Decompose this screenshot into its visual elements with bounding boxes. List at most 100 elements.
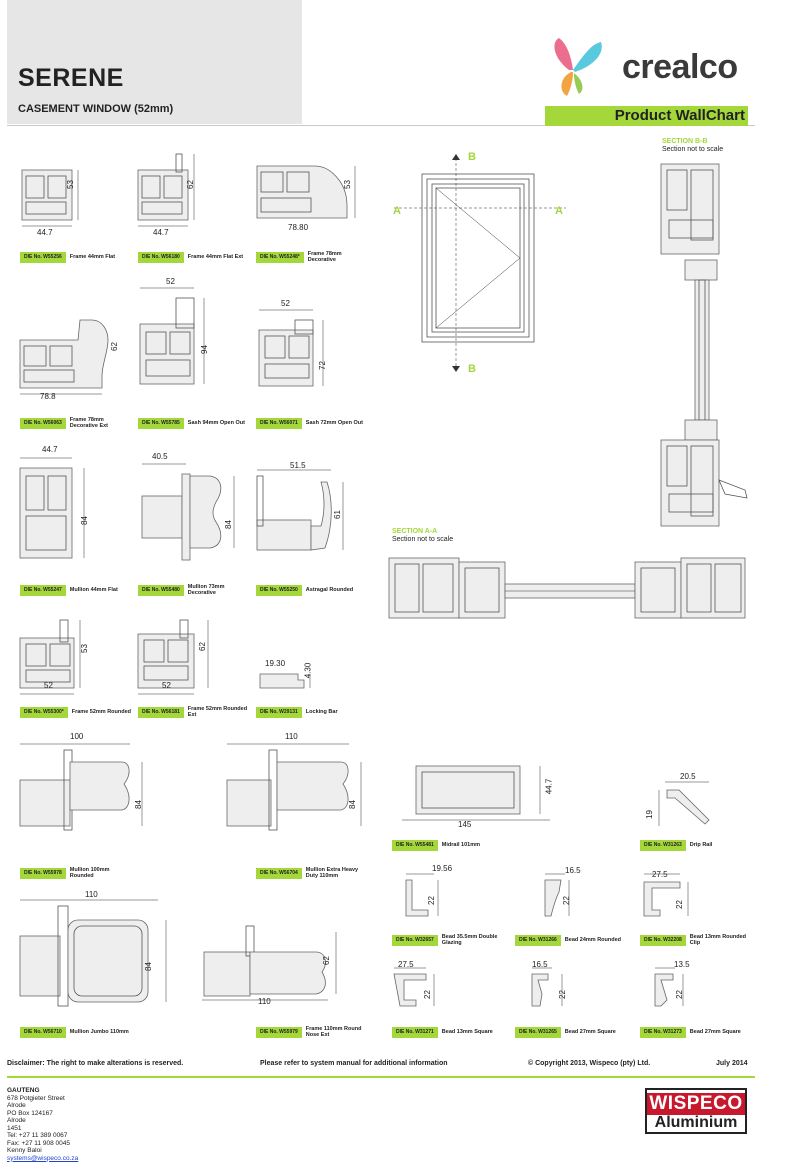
profile-name: Bead 27mm Square: [564, 1029, 616, 1035]
profile-w55256-width: 44.7: [37, 228, 53, 237]
profile-name: Frame 110mm Round Nose Ext: [305, 1026, 362, 1038]
section-aa-drawing: [388, 557, 746, 619]
profile-w55300-height: 53: [79, 644, 89, 653]
profile-name: Bead 27mm Square: [689, 1029, 741, 1035]
profile-w56180-height: 62: [185, 180, 195, 189]
profile-w31263-drawing: [658, 781, 710, 826]
profile-name: Bead 13mm Rounded Clip: [689, 934, 747, 946]
profile-w55256-drawing: [21, 169, 79, 227]
die-number: DIE No. W55481: [392, 839, 438, 851]
profile-w55480-drawing: [141, 463, 235, 561]
profile-w56704-drawing: [226, 743, 362, 831]
page-title: SERENE: [18, 64, 124, 92]
die-number: DIE No. W56710: [20, 1026, 66, 1038]
profile-w56063-height: 62: [109, 342, 119, 351]
die-number: DIE No. W55480: [138, 584, 184, 596]
address-region: GAUTENG: [7, 1087, 40, 1094]
marker-b-top: B: [468, 151, 476, 163]
wispeco-logo-tagline: Aluminium: [654, 1114, 738, 1131]
address-line: PO Box 124167: [7, 1109, 53, 1117]
marker-a-left: A: [393, 205, 401, 217]
header-divider: [7, 125, 755, 126]
die-number: DIE No. W31273: [640, 1026, 686, 1038]
profile-w31265-drawing: [531, 967, 563, 1007]
crealco-logo: [549, 36, 759, 100]
profile-name: Bead 24mm Rounded: [564, 937, 622, 943]
profile-w31273-drawing: [654, 967, 684, 1007]
profile-w55785-width: 52: [166, 277, 175, 286]
wallchart-banner-text: Product WallChart: [614, 107, 745, 124]
die-number: DIE No. W56063: [20, 417, 66, 429]
die-label: DIE No. W55248*Frame 78mm Decorative: [256, 251, 368, 263]
profile-w55300-width: 52: [44, 681, 53, 690]
profile-w32657-drawing: [405, 873, 439, 917]
profile-w55978-height: 84: [133, 800, 143, 809]
address-tel: Tel: +27 11 389 0067: [7, 1132, 68, 1139]
profile-w55248-drawing: [256, 165, 356, 219]
profile-w55247-height: 84: [79, 516, 89, 525]
address-contact: Kenny Baloi: [7, 1147, 42, 1154]
profile-w31263-height: 19: [644, 810, 654, 819]
profile-w32208-height: 22: [674, 900, 684, 909]
die-number: DIE No. W55979: [256, 1026, 302, 1038]
email-link[interactable]: systems@wispeco.co.za: [7, 1154, 79, 1162]
profile-w31266-width: 16.5: [565, 866, 581, 875]
profile-w55979-width: 110: [258, 997, 271, 1006]
profile-name: Bead 35.5mm Double Glazing: [441, 934, 498, 946]
profile-name: Frame 44mm Flat: [69, 254, 116, 260]
profile-w31271-drawing: [393, 967, 435, 1007]
die-number: DIE No. W55250: [256, 584, 302, 596]
footer-manual-note: Please refer to system manual for additi…: [260, 1060, 448, 1067]
profile-w56071-drawing: [258, 309, 324, 387]
profile-w32657-width: 19.56: [432, 864, 453, 873]
profile-w32208-drawing: [643, 873, 689, 917]
die-number: DIE No. W31266: [515, 934, 561, 946]
profile-w55785-height: 94: [199, 345, 209, 354]
die-number: DIE No. W55247: [20, 584, 66, 596]
die-number: DIE No. W32657: [392, 934, 438, 946]
address-fax: Fax: +27 11 908 0045: [7, 1139, 70, 1147]
profile-name: Mullion 73mm Decorative: [187, 584, 225, 596]
brand-name: crealco: [622, 48, 738, 86]
profile-w56180-drawing: [137, 153, 195, 227]
profile-w29131-drawing: [259, 673, 311, 689]
profile-w56181-drawing: [137, 619, 209, 695]
die-number: DIE No. W55248*: [256, 251, 304, 263]
profile-name: Bead 13mm Square: [441, 1029, 493, 1035]
profile-w55247-drawing: [19, 457, 85, 559]
wispeco-logo: WISPECO Aluminium: [645, 1088, 747, 1134]
profile-w56063-drawing: [19, 319, 109, 395]
profile-name: Midrail 101mm: [441, 842, 481, 848]
butterfly-icon: [554, 38, 602, 96]
die-number: DIE No. W29131: [256, 706, 302, 718]
profile-w31273-height: 22: [674, 990, 684, 999]
die-number: DIE No. W56180: [138, 251, 184, 263]
wallchart-banner: Product WallChart: [545, 106, 748, 126]
profile-w56181-height: 62: [197, 642, 207, 651]
profile-name: Sash 72mm Open Out: [305, 420, 363, 426]
profile-w55785-drawing: [139, 287, 205, 385]
die-number: DIE No. W55256: [20, 251, 66, 263]
profile-name: Astragal Rounded: [305, 587, 354, 593]
profile-w55250-drawing: [256, 469, 344, 551]
die-number: DIE No. W32208: [640, 934, 686, 946]
die-number: DIE No. W56071: [256, 417, 302, 429]
footer-disclaimer: Disclaimer: The right to make alteration…: [7, 1060, 184, 1067]
profile-name: Sash 94mm Open Out: [187, 420, 245, 426]
profile-w55248-width: 78.80: [288, 223, 309, 232]
profile-w32657-height: 22: [426, 896, 436, 905]
address-block: GAUTENG 678 Potgieter Street Alrode PO B…: [7, 1087, 78, 1162]
profile-w55300-drawing: [19, 619, 81, 695]
profile-name: Drip Rail: [689, 842, 713, 848]
